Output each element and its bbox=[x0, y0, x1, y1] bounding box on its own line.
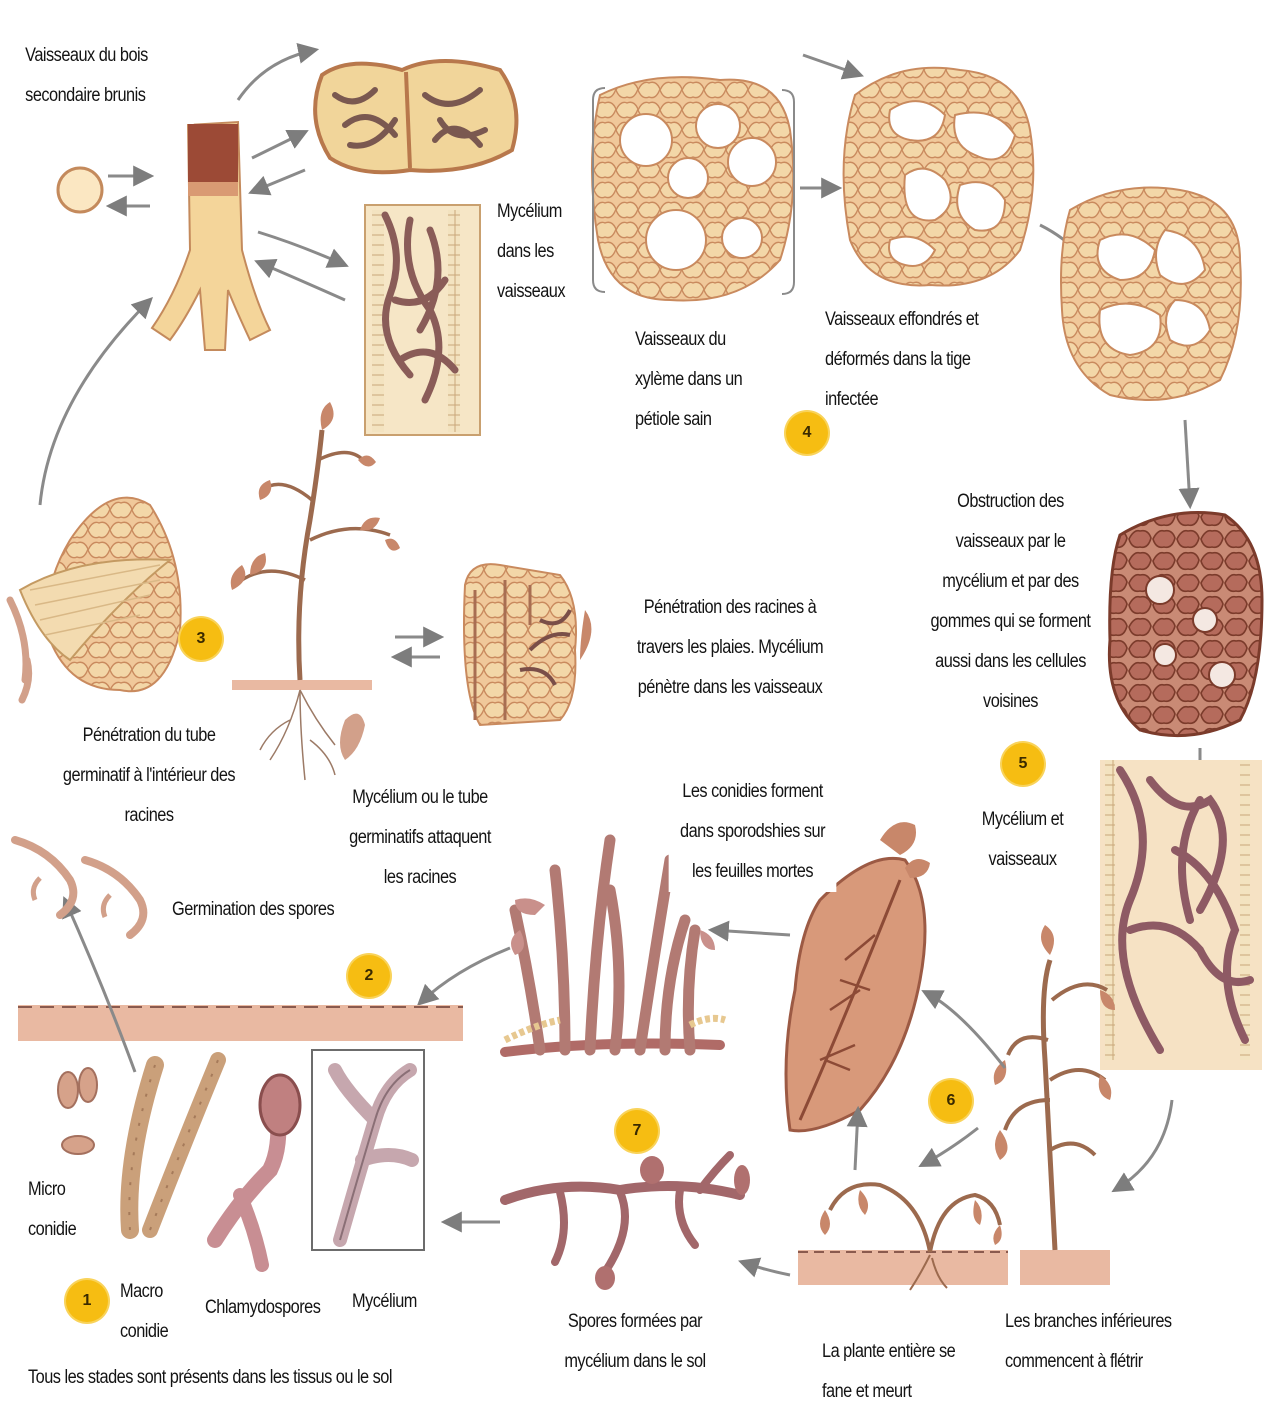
label-line: dans sporodshies sur bbox=[669, 812, 837, 852]
label-line: fane et meurt bbox=[822, 1372, 955, 1403]
label-line: Chlamydospores bbox=[205, 1288, 320, 1328]
obstructed-vessels-group bbox=[1109, 513, 1262, 736]
label-line: Mycélium bbox=[497, 192, 579, 232]
label-line: commencent à flétrir bbox=[1005, 1342, 1172, 1382]
label-line: Mycélium et bbox=[969, 800, 1077, 840]
label-line: Pénétration des racines à bbox=[623, 588, 838, 628]
mycelium-vessels-right-group bbox=[1100, 760, 1262, 1070]
label-penetration-racines: Pénétration des racines à travers les pl… bbox=[623, 588, 838, 708]
label-line: germinatifs attaquent bbox=[334, 818, 506, 858]
wounded-root-group bbox=[464, 564, 591, 725]
deformed-cells-group bbox=[1061, 188, 1241, 401]
stage-badge-6: 6 bbox=[930, 1080, 972, 1122]
label-line: Vaisseaux du bbox=[635, 320, 742, 360]
label-line: pétiole sain bbox=[635, 400, 742, 440]
label-line: Germination des spores bbox=[172, 890, 334, 930]
dead-plant-group bbox=[798, 1184, 1008, 1290]
label-plante-fane: La plante entière se fane et meurt bbox=[822, 1332, 955, 1403]
label-line: mycélium et par des bbox=[922, 562, 1098, 602]
label-line: les racines bbox=[334, 858, 506, 898]
browned-vessel-band bbox=[188, 124, 238, 182]
soil-band-left bbox=[18, 1005, 463, 1041]
label-tous-stades: Tous les stades sont présents dans les t… bbox=[28, 1358, 392, 1398]
label-conidies: Les conidies forment dans sporodshies su… bbox=[669, 772, 837, 892]
label-line: infectée bbox=[825, 380, 978, 420]
label-line: Mycélium ou le tube bbox=[334, 778, 506, 818]
label-vaisseaux-effondres: Vaisseaux effondrés et déformés dans la … bbox=[825, 300, 978, 420]
label-line: voisines bbox=[922, 682, 1098, 722]
label-line: Macro bbox=[120, 1272, 168, 1312]
label-line: pénètre dans les vaisseaux bbox=[623, 668, 838, 708]
label-line: Obstruction des bbox=[922, 482, 1098, 522]
label-line: Les conidies forment bbox=[669, 772, 837, 812]
label-line: Tous les stades sont présents dans les t… bbox=[28, 1358, 392, 1398]
label-xyleme-sain: Vaisseaux du xylème dans un pétiole sain bbox=[635, 320, 742, 440]
label-micro-conidie: Micro conidie bbox=[28, 1170, 76, 1250]
collapsed-vessels-group bbox=[844, 68, 1034, 286]
label-line: conidie bbox=[28, 1210, 76, 1250]
label-line: Vaisseaux du bois bbox=[25, 36, 188, 76]
label-line: conidie bbox=[120, 1312, 168, 1352]
label-macro-conidie: Macro conidie bbox=[120, 1272, 168, 1352]
label-line: Les branches inférieures bbox=[1005, 1302, 1172, 1342]
label-line: dans les bbox=[497, 232, 579, 272]
label-line: La plante entière se bbox=[822, 1332, 955, 1372]
label-line: Pénétration du tube bbox=[59, 716, 240, 756]
label-line: aussi dans les cellules bbox=[922, 642, 1098, 682]
healthy-xylem-group bbox=[592, 77, 794, 300]
vessel-cross-section bbox=[58, 168, 102, 212]
label-chlamydospores: Chlamydospores bbox=[205, 1288, 320, 1328]
root-penetration-left-group bbox=[10, 498, 181, 700]
label-line: Mycélium bbox=[352, 1282, 417, 1322]
stage-badge-5: 5 bbox=[1002, 743, 1044, 785]
vessel-mycelium-group bbox=[365, 205, 480, 435]
label-line: secondaire brunis bbox=[25, 76, 188, 116]
young-plant-group bbox=[231, 402, 400, 780]
label-mycelium-et-vaisseaux: Mycélium et vaisseaux bbox=[969, 800, 1077, 880]
label-line: gommes qui se forment bbox=[922, 602, 1098, 642]
label-line: xylème dans un bbox=[635, 360, 742, 400]
spore-stages-group bbox=[58, 1050, 424, 1265]
stage-badge-4: 4 bbox=[786, 412, 828, 454]
stage-badge-7: 7 bbox=[616, 1110, 658, 1152]
label-line: déformés dans la tige bbox=[825, 340, 978, 380]
label-branches: Les branches inférieures commencent à fl… bbox=[1005, 1302, 1172, 1382]
label-mycelium: Mycélium bbox=[352, 1282, 417, 1322]
label-line: vaisseaux par le bbox=[922, 522, 1098, 562]
label-line: Spores formées par bbox=[553, 1302, 716, 1342]
label-line: vaisseaux bbox=[497, 272, 579, 312]
label-mycelium-tube: Mycélium ou le tube germinatifs attaquen… bbox=[334, 778, 506, 898]
stage-badge-1: 1 bbox=[66, 1280, 108, 1322]
label-spores-sol: Spores formées par mycélium dans le sol bbox=[553, 1302, 716, 1382]
label-line: Micro bbox=[28, 1170, 76, 1210]
stage-badge-3: 3 bbox=[180, 618, 222, 660]
label-line: Vaisseaux effondrés et bbox=[825, 300, 978, 340]
label-vaisseaux-bois: Vaisseaux du bois secondaire brunis bbox=[20, 28, 194, 124]
soil-mycelium-spores-group bbox=[505, 1155, 750, 1290]
label-germination: Germination des spores bbox=[172, 890, 334, 930]
label-penetration-tube: Pénétration du tube germinatif à l'intér… bbox=[55, 716, 242, 842]
label-line: racines bbox=[59, 796, 240, 836]
label-line: les feuilles mortes bbox=[669, 852, 837, 892]
label-line: germinatif à l'intérieur des bbox=[59, 756, 240, 796]
label-line: travers les plaies. Mycélium bbox=[623, 628, 838, 668]
stage-badge-2: 2 bbox=[348, 955, 390, 997]
germinating-spores-group bbox=[15, 840, 143, 935]
wilting-plant-group bbox=[994, 925, 1115, 1285]
label-mycelium-vaisseaux: Mycélium dans les vaisseaux bbox=[497, 192, 579, 312]
infected-cells-group bbox=[315, 61, 516, 172]
stem-section-group bbox=[58, 122, 270, 350]
label-obstruction: Obstruction des vaisseaux par le mycéliu… bbox=[922, 482, 1098, 722]
label-line: mycélium dans le sol bbox=[553, 1342, 716, 1382]
label-line: vaisseaux bbox=[969, 840, 1077, 880]
